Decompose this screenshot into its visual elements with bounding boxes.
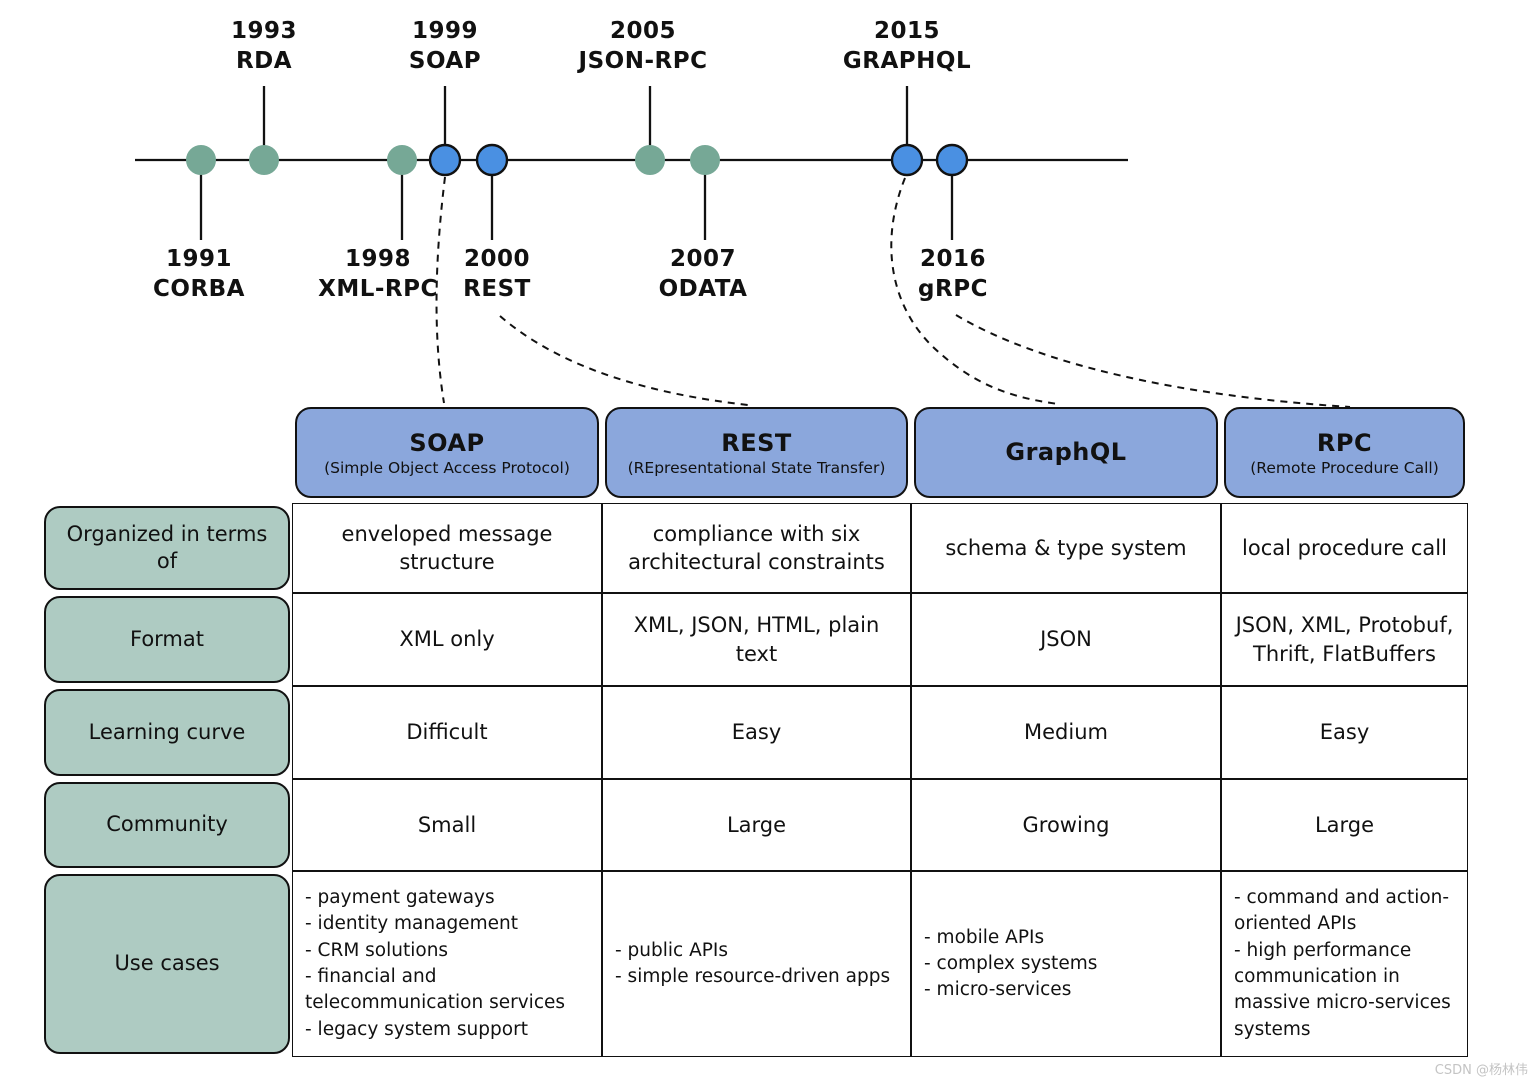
event-year: 2015 — [873, 18, 941, 44]
event-year: 1991 — [165, 246, 233, 272]
table-cell: - public APIs - simple resource-driven a… — [602, 871, 911, 1057]
dashed-connector-curves — [435, 176, 1351, 408]
table-cell: Growing — [911, 779, 1221, 871]
timeline-stem-lines — [199, 86, 954, 240]
event-name: CORBA — [153, 276, 245, 303]
table-cell: Medium — [911, 686, 1221, 779]
connector-soap — [435, 176, 446, 404]
timeline-event-rest: 2000 REST — [463, 244, 531, 305]
column-header-rest: REST (REpresentational State Transfer) — [605, 407, 908, 498]
column-header-rpc: RPC (Remote Procedure Call) — [1224, 407, 1465, 498]
row-header-label: Learning curve — [88, 719, 246, 744]
event-name: gRPC — [918, 276, 988, 303]
timeline-event-grpc: 2016 gRPC — [918, 244, 988, 305]
table-cell: Small — [292, 779, 602, 871]
table-cell: JSON — [911, 593, 1221, 686]
row-header-use-cases: Use cases — [44, 874, 290, 1054]
column-subtitle: (Remote Procedure Call) — [1250, 458, 1439, 477]
timeline-event-graphql: 2015 GRAPHQL — [843, 16, 971, 77]
table-cell: JSON, XML, Protobuf, Thrift, FlatBuffers — [1221, 593, 1468, 686]
event-name: RDA — [235, 48, 293, 75]
timeline-event-json-rpc: 2005 JSON-RPC — [579, 16, 708, 77]
table-cell: XML only — [292, 593, 602, 686]
event-year: 1998 — [344, 246, 411, 272]
timeline-event-odata: 2007 ODATA — [659, 244, 748, 305]
dot-rest — [475, 143, 509, 177]
event-year: 1999 — [411, 18, 479, 44]
watermark: CSDN @杨林伟 — [1434, 1063, 1528, 1078]
row-header-label: Use cases — [114, 951, 220, 976]
table-cell: local procedure call — [1221, 503, 1468, 593]
connector-rpc — [955, 314, 1351, 408]
event-year: 2005 — [609, 18, 677, 44]
timeline-event-soap: 1999 SOAP — [409, 16, 481, 77]
connector-graphql — [890, 177, 1059, 405]
dot-rda — [249, 145, 279, 175]
column-header-graphql: GraphQL — [914, 407, 1218, 498]
dot-odata — [690, 145, 720, 175]
dot-corba — [186, 145, 216, 175]
dot-json-rpc — [635, 145, 665, 175]
row-header-label: Organized in terms of — [66, 521, 268, 573]
event-year: 1993 — [230, 18, 298, 44]
column-title: RPC — [1316, 428, 1373, 457]
table-cell: - command and action-oriented APIs - hig… — [1221, 871, 1468, 1057]
event-name: ODATA — [658, 276, 748, 303]
timeline-dots — [186, 143, 969, 177]
timeline-event-rda: 1993 RDA — [231, 16, 297, 77]
column-subtitle: (Simple Object Access Protocol) — [324, 458, 570, 477]
row-header-label: Community — [106, 812, 228, 837]
dot-xml-rpc — [387, 145, 417, 175]
table-cell: Easy — [602, 686, 911, 779]
column-header-soap: SOAP (Simple Object Access Protocol) — [295, 407, 599, 498]
table-cell: enveloped message structure — [292, 503, 602, 593]
column-title: SOAP — [409, 428, 485, 457]
event-year: 2016 — [919, 246, 987, 272]
timeline-event-corba: 1991 CORBA — [153, 244, 245, 305]
table-cell: - mobile APIs - complex systems - micro-… — [911, 871, 1221, 1057]
table-corner — [44, 407, 292, 503]
table-cell: Difficult — [292, 686, 602, 779]
event-name: GRAPHQL — [842, 48, 972, 75]
event-name: XML-RPC — [318, 276, 438, 303]
event-year: 2007 — [669, 246, 736, 272]
dot-grpc — [935, 143, 969, 177]
event-year: 2000 — [463, 246, 530, 272]
timeline-event-xml-rpc: 1998 XML-RPC — [318, 244, 438, 305]
row-header-learning-curve: Learning curve — [44, 689, 290, 776]
row-header-community: Community — [44, 782, 290, 868]
table-cell: Large — [1221, 779, 1468, 871]
table-cell: Large — [602, 779, 911, 871]
connector-rest — [499, 315, 749, 406]
dot-soap — [428, 143, 462, 177]
event-name: REST — [463, 276, 531, 303]
table-cell: - payment gateways - identity management… — [292, 871, 602, 1057]
row-header-organized-in-terms-of: Organized in terms of — [44, 506, 290, 590]
column-title: GraphQL — [1005, 437, 1127, 466]
row-header-format: Format — [44, 596, 290, 683]
event-name: JSON-RPC — [578, 48, 708, 75]
column-title: REST — [721, 428, 792, 457]
comparison-table: SOAP (Simple Object Access Protocol) RES… — [44, 407, 1468, 1057]
event-name: SOAP — [408, 48, 482, 75]
row-header-label: Format — [129, 626, 204, 651]
table-cell: schema & type system — [911, 503, 1221, 593]
column-subtitle: (REpresentational State Transfer) — [627, 458, 886, 477]
table-cell: XML, JSON, HTML, plain text — [602, 593, 911, 686]
dot-graphql — [890, 143, 924, 177]
table-cell: compliance with six architectural constr… — [602, 503, 911, 593]
table-cell: Easy — [1221, 686, 1468, 779]
